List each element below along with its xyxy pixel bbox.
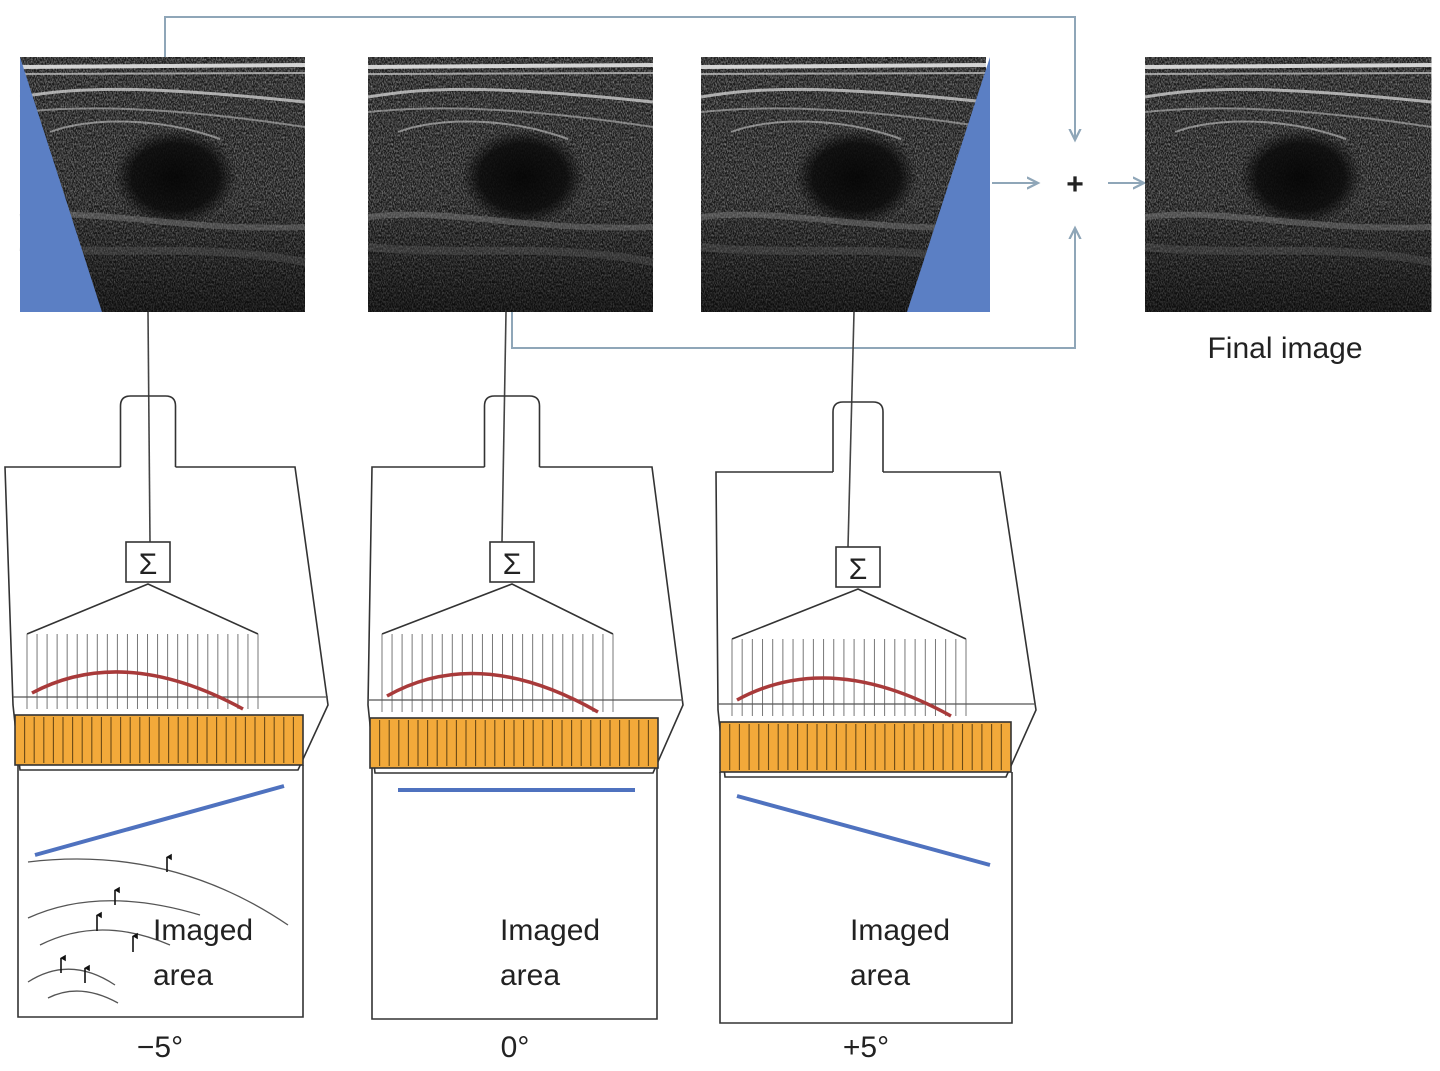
final-image-label: Final image — [1207, 332, 1362, 365]
sum-fan — [381, 583, 614, 635]
probe-panel-zero: Σ Imaged area 0° — [367, 311, 684, 1064]
probe-body — [715, 471, 1037, 778]
sum-box — [125, 541, 171, 583]
delay-curve — [31, 670, 244, 711]
plus-symbol: + — [1066, 168, 1084, 201]
probe-body — [367, 466, 684, 774]
delay-curve — [386, 671, 599, 714]
ultrasound-image-zero — [368, 57, 653, 312]
steered-wavefront — [34, 784, 285, 857]
connector-bottom — [511, 228, 1075, 349]
steer-mask-left — [20, 57, 102, 312]
ultrasound-image-plus5 — [701, 57, 990, 312]
delay-lines — [731, 639, 967, 716]
angle-label-plus5: +5° — [843, 1031, 889, 1064]
wavefront-arc — [27, 968, 116, 986]
sum-fan — [26, 583, 259, 635]
imaged-area-label: area — [153, 959, 213, 992]
delay-curve — [736, 676, 952, 718]
wavefront-arc — [27, 900, 201, 919]
connector-top — [164, 16, 1075, 140]
imaged-area-label: Imaged — [153, 914, 253, 947]
transducer-elements — [379, 720, 649, 766]
sum-symbol: Σ — [139, 548, 158, 581]
imaged-area-box — [17, 765, 304, 1018]
sum-symbol: Σ — [503, 548, 522, 581]
transducer-elements — [24, 717, 294, 763]
sum-symbol: Σ — [849, 553, 868, 586]
signal-line — [147, 311, 151, 543]
probe-neck — [119, 395, 177, 467]
ultrasound-image-final — [1145, 57, 1431, 312]
imaged-area-box — [371, 768, 658, 1020]
angle-label-minus5: −5° — [137, 1031, 183, 1064]
sum-fan — [731, 588, 967, 640]
probe-panel-plus5: Σ Imaged area +5° — [715, 311, 1037, 1064]
imaged-area-label: Imaged — [850, 914, 950, 947]
steer-mask-right — [907, 57, 990, 312]
wavefront-arc — [47, 990, 119, 1004]
signal-line — [501, 311, 507, 543]
imaged-area-label: area — [850, 959, 910, 992]
wavefront-arc — [27, 858, 289, 926]
angle-label-zero: 0° — [501, 1031, 530, 1064]
sum-box — [489, 541, 535, 583]
imaged-area-label: area — [500, 959, 560, 992]
probe-panels: Σ Imaged area −5° Σ Imaged area 0° Σ Imaged area +5… — [4, 311, 1037, 1064]
steered-wavefront — [736, 794, 991, 867]
probe-neck — [483, 395, 541, 467]
wavefront-arc — [39, 929, 171, 946]
imaged-area-label: Imaged — [500, 914, 600, 947]
probe-neck — [832, 401, 884, 472]
signal-line — [847, 311, 855, 548]
connector-lines — [164, 16, 1144, 349]
transducer-elements — [729, 724, 1002, 770]
imaged-area-box — [719, 772, 1013, 1024]
wavefront-arcs — [27, 853, 289, 1004]
probe-panel-minus5: Σ Imaged area −5° — [4, 311, 329, 1064]
probe-body — [4, 466, 329, 771]
sum-box — [835, 546, 881, 588]
ultrasound-image-minus5 — [20, 57, 305, 312]
